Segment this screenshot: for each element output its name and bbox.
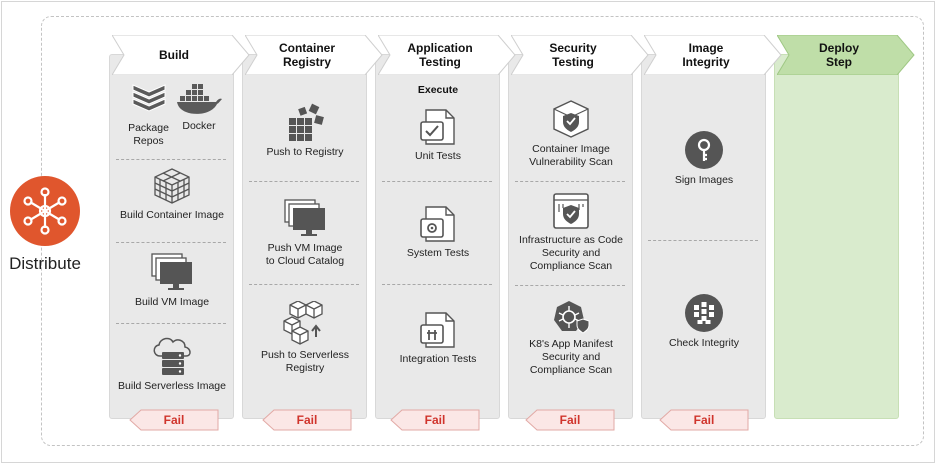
stage-title-text: Deploy Step	[818, 41, 859, 69]
stage-header-registry: Container Registry	[245, 35, 383, 75]
container-image-vulnerability-scan-label: Container Image Vulnerability Scan	[529, 143, 613, 168]
stage-title: Container Registry	[251, 35, 363, 75]
cloud-server-icon	[153, 337, 191, 375]
stage-deploy-column	[774, 54, 899, 419]
integration-tests-label: Integration Tests	[399, 353, 477, 365]
fail-label: Fail	[559, 413, 581, 427]
stack-icon	[132, 84, 165, 112]
unit-tests-label: Unit Tests	[415, 150, 461, 162]
integration-test-document-icon	[420, 312, 455, 348]
separator	[648, 240, 758, 241]
stage-title: Deploy Step	[783, 35, 895, 75]
separator	[515, 285, 625, 286]
build-serverless-image-label: Build Serverless Image	[118, 380, 226, 392]
integrity-blocks-icon	[685, 294, 723, 332]
vm-monitors-icon	[284, 199, 325, 236]
fail-label: Fail	[693, 413, 715, 427]
iac-security-scan-item: Infrastructure as Code Security and Comp…	[511, 192, 631, 273]
push-to-registry-item: Push to Registry	[245, 102, 365, 159]
separator	[116, 159, 226, 160]
fail-label: Fail	[163, 413, 185, 427]
iac-security-scan-label: Infrastructure as Code Security and Comp…	[519, 234, 623, 272]
stage-title-text: Application Testing	[407, 41, 473, 69]
stage-header-build: Build	[112, 35, 250, 75]
stage-title: Build	[159, 48, 189, 62]
vm-monitors-icon	[151, 253, 192, 290]
k8s-manifest-scan-item: K8's App Manifest Security and Complianc…	[511, 300, 631, 377]
fail-arrow-sectest: Fail	[525, 409, 615, 431]
build-container-image-label: Build Container Image	[120, 209, 224, 221]
distribute-node: Distribute	[4, 176, 86, 274]
separator	[249, 284, 359, 285]
build-vm-image-item: Build VM Image	[112, 252, 232, 309]
key-icon	[685, 131, 723, 169]
sign-images-label: Sign Images	[674, 174, 734, 186]
fail-arrow-apptest: Fail	[390, 409, 480, 431]
system-tests-item: System Tests	[378, 205, 498, 260]
push-to-serverless-label: Push to Serverless Registry	[260, 349, 350, 374]
build-container-image-item: Build Container Image	[112, 167, 232, 222]
fail-arrow-integrity: Fail	[659, 409, 749, 431]
push-vm-image-item: Push VM Image to Cloud Catalog	[245, 198, 365, 268]
separator	[382, 181, 492, 182]
separator	[382, 284, 492, 285]
docker-label: Docker	[182, 120, 216, 132]
stage-title-text: Container Registry	[278, 41, 335, 69]
shield-cube-icon	[553, 100, 589, 138]
docker-whale-icon	[177, 84, 222, 114]
stage-title-text: Security Testing	[549, 41, 597, 69]
stage-title: Security Testing	[517, 35, 629, 75]
build-serverless-image-item: Build Serverless Image	[112, 334, 232, 393]
fail-label: Fail	[424, 413, 446, 427]
check-integrity-item: Check Integrity	[644, 293, 764, 350]
stage-integrity-column	[641, 54, 766, 419]
fail-arrow-build: Fail	[129, 409, 219, 431]
build-vm-image-label: Build VM Image	[134, 296, 210, 308]
stage-header-apptest: Application Testing	[378, 35, 516, 75]
k8s-manifest-scan-label: K8's App Manifest Security and Complianc…	[529, 338, 613, 376]
separator	[515, 181, 625, 182]
fail-arrow-registry: Fail	[262, 409, 352, 431]
package-repos-item: Package Repos	[121, 84, 176, 148]
separator	[116, 323, 226, 324]
integration-tests-item: Integration Tests	[378, 311, 498, 366]
fail-label: Fail	[296, 413, 318, 427]
package-repos-label: Package Repos	[128, 122, 169, 147]
push-to-registry-label: Push to Registry	[266, 146, 344, 158]
separator	[116, 242, 226, 243]
stage-title: Image Integrity	[650, 35, 762, 75]
serverless-cubes-icon	[283, 301, 323, 345]
system-test-document-icon	[420, 206, 455, 242]
system-tests-label: System Tests	[406, 247, 470, 259]
unit-tests-item: Unit Tests	[378, 108, 498, 163]
push-to-serverless-item: Push to Serverless Registry	[245, 301, 365, 375]
check-integrity-label: Check Integrity	[668, 337, 740, 349]
stage-header-deploy: Deploy Step	[777, 35, 915, 75]
registry-blocks-icon	[289, 103, 324, 141]
execute-label: Execute	[417, 84, 459, 96]
push-vm-image-label: Push VM Image to Cloud Catalog	[265, 242, 345, 267]
iac-shield-icon	[553, 193, 589, 229]
separator	[249, 181, 359, 182]
distribute-icon	[10, 176, 80, 246]
kubernetes-shield-icon	[554, 301, 590, 334]
unit-test-document-icon	[420, 109, 455, 145]
container-image-vulnerability-scan-item: Container Image Vulnerability Scan	[511, 99, 631, 169]
stage-header-integrity: Image Integrity	[644, 35, 782, 75]
stage-header-sectest: Security Testing	[511, 35, 649, 75]
stage-title-text: Image Integrity	[682, 41, 730, 69]
sign-images-item: Sign Images	[644, 130, 764, 187]
container-cube-icon	[154, 168, 190, 204]
docker-item: Docker	[173, 82, 225, 133]
distribute-label: Distribute	[9, 254, 81, 273]
stage-title: Application Testing	[384, 35, 496, 75]
